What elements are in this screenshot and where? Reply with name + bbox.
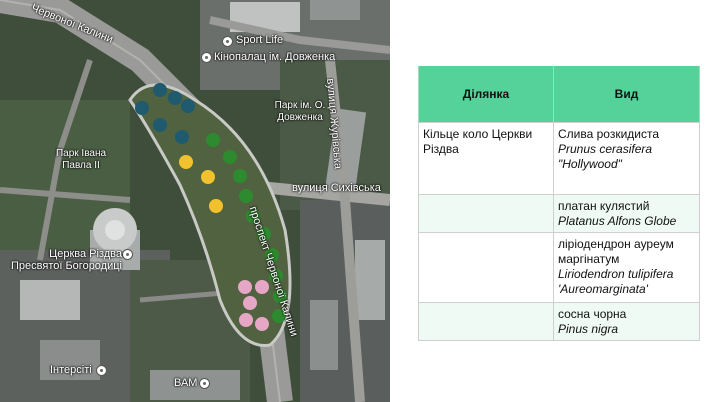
map-imagery: [0, 0, 390, 402]
species-latin-name: Platanus Alfons Globe: [558, 214, 677, 228]
table-row: платан кулястий Platanus Alfons Globe: [418, 194, 700, 233]
site-cell: [418, 232, 554, 303]
satellite-map[interactable]: Червоної Калини Sport Life Кінопалац ім.…: [0, 0, 390, 402]
header-species: Вид: [553, 66, 700, 123]
species-cell: ліріодендрон аурeум маргінатум Liriodend…: [553, 232, 700, 303]
table-row: ліріодендрон аурeум маргінатум Liriodend…: [418, 232, 700, 303]
species-common-name: платан кулястий: [558, 199, 650, 213]
pink-tree-markers: [238, 280, 269, 331]
header-site: Ділянка: [418, 66, 554, 123]
species-cell: платан кулястий Platanus Alfons Globe: [553, 194, 700, 233]
species-latin-name: Prunus cerasifera "Hollywood": [558, 142, 653, 171]
species-common-name: сосна чорна: [558, 307, 627, 321]
site-cell: [418, 194, 554, 233]
label-sport-life[interactable]: Sport Life: [236, 34, 284, 46]
table-header-row: Ділянка Вид: [418, 66, 700, 123]
species-latin-name: Pinus nigra: [558, 322, 619, 336]
species-cell: Слива розкидиста Prunus cerasifera "Holl…: [553, 122, 700, 195]
species-cell: сосна чорна Pinus nigra: [553, 302, 700, 341]
table-row: Кільце коло Церкви Різдва Слива розкидис…: [418, 122, 700, 195]
teal-tree-markers: [135, 83, 195, 144]
label-church[interactable]: Церква Різдва Пресвятої Богородиці: [11, 248, 122, 272]
label-park-dovzhenka: Парк ім. О. Довженка: [274, 100, 326, 123]
place-pin-icon[interactable]: [96, 365, 107, 376]
species-common-name: ліріодендрон аурeум маргінатум: [558, 237, 674, 266]
site-cell: [418, 302, 554, 341]
species-table-container: Ділянка Вид Кільце коло Церкви Різдва Сл…: [418, 66, 700, 341]
place-pin-icon[interactable]: [222, 36, 233, 47]
label-park-ivana-pavla: Парк Івана Павла II: [55, 148, 107, 171]
table-row: сосна чорна Pinus nigra: [418, 302, 700, 341]
label-kinopalats[interactable]: Кінопалац ім. Довженка: [214, 51, 336, 63]
species-latin-name: Liriodendron tulipifera 'Aureomarginata': [558, 267, 674, 296]
label-vul-sykhivska: вулиця Сихівська: [292, 182, 381, 194]
label-intersiti[interactable]: Інтерсіті: [50, 364, 92, 376]
species-common-name: Слива розкидиста: [558, 127, 660, 141]
label-vam[interactable]: ВАМ: [174, 377, 198, 389]
place-pin-icon[interactable]: [201, 52, 212, 63]
site-cell: Кільце коло Церкви Різдва: [418, 122, 554, 195]
place-pin-icon[interactable]: [199, 378, 210, 389]
yellow-tree-markers: [179, 155, 223, 213]
place-pin-icon[interactable]: [122, 249, 133, 260]
species-table: Ділянка Вид Кільце коло Церкви Різдва Сл…: [418, 66, 700, 341]
green-tree-markers: [206, 133, 287, 323]
